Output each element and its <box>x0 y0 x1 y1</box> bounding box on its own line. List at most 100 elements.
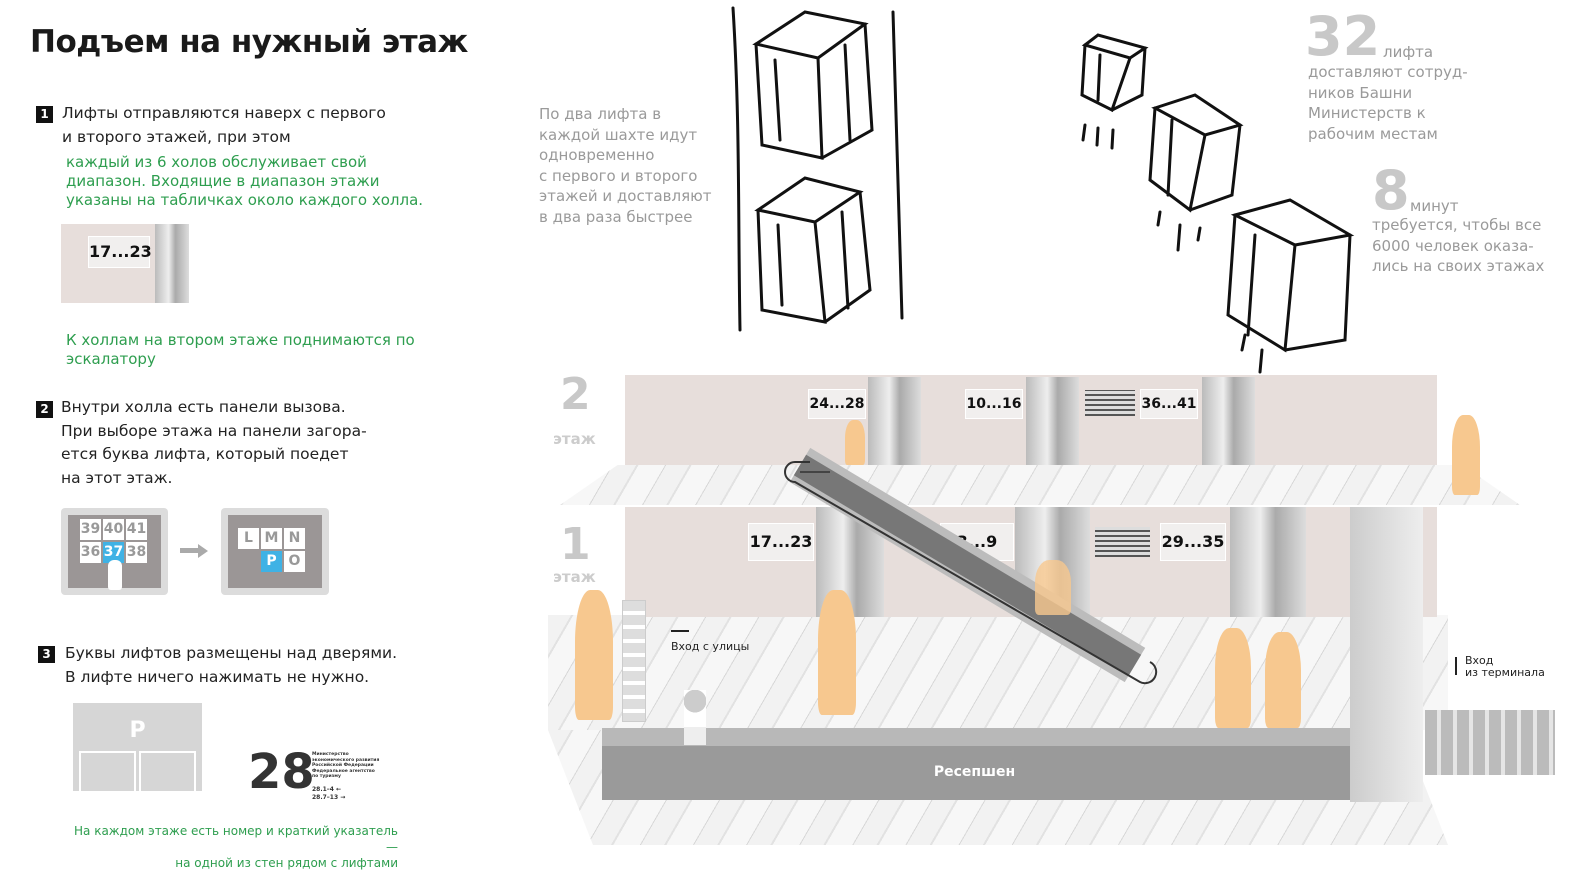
letter-cell: M <box>261 528 282 549</box>
plant-icon <box>684 690 706 745</box>
stat-minutes-text: требуется, чтобы все 6000 человек оказа-… <box>1372 215 1544 277</box>
line: требуется, чтобы все <box>1372 216 1542 234</box>
line: этажей и доставляют <box>539 187 712 205</box>
entrance-turnstiles <box>622 600 646 722</box>
door-left <box>79 751 136 791</box>
call-panel-floors: 39 40 41 36 37 38 <box>61 508 168 595</box>
line: с первого и второго <box>539 166 698 185</box>
floor-1-label: этаж <box>553 568 596 586</box>
person-figure <box>1452 415 1480 495</box>
line: на одной из стен рядом с лифтами <box>175 856 398 870</box>
line: лись на своих этажах <box>1372 257 1545 275</box>
step-3-badge: 3 <box>38 646 55 663</box>
line: По два лифта в <box>539 105 662 123</box>
line: каждой шахте идут <box>539 125 698 144</box>
floor-1-number: 1 <box>560 519 591 570</box>
line: Министерств к <box>1308 104 1426 122</box>
letter-cell-selected: P <box>261 551 282 572</box>
letter-cell: L <box>238 528 259 549</box>
step-1-note: каждый из 6 холов обслуживает свой диапа… <box>66 153 423 210</box>
step-3-text: Буквы лифтов размещены над дверями. В ли… <box>65 642 397 689</box>
line: указаны на табличках около каждого холла… <box>66 191 424 209</box>
terminal-entrance-label: Вход из терминала <box>1465 655 1545 679</box>
elevator-sketches <box>731 6 1355 374</box>
arrow-head <box>198 544 208 558</box>
floor-2-label: этаж <box>553 430 596 448</box>
reception-label: Ресепшен <box>933 764 1016 780</box>
floor-button-selected: 37 <box>103 542 124 563</box>
door-right <box>139 751 196 791</box>
line: рабочим местам <box>1308 124 1438 143</box>
line: Министерство <box>312 752 349 757</box>
line: и второго этажей, при этом <box>62 127 291 146</box>
letter-cell: O <box>284 551 305 572</box>
step-1-text: Лифты отправляются наверх с первого и вт… <box>62 102 386 149</box>
person-figure <box>1265 632 1301 728</box>
line: 6000 человек оказа- <box>1372 236 1534 255</box>
stat-minutes-unit: минут <box>1410 197 1459 215</box>
range-sign: 36...41 <box>1140 389 1198 419</box>
line: При выборе этажа на панели загора- <box>61 421 367 440</box>
line: Вход <box>1465 654 1494 667</box>
floor-number: 28 <box>248 744 315 800</box>
step-1-badge: 1 <box>36 106 53 123</box>
floor-button: 40 <box>103 519 124 540</box>
stat-elevators-value: 32 <box>1305 5 1381 68</box>
line: Внутри холла есть панели вызова. <box>61 398 346 416</box>
line: Лифты отправляются наверх с первого <box>62 104 386 122</box>
range-sign: 10...16 <box>965 389 1023 419</box>
letter-cell: N <box>284 528 305 549</box>
floor-2-number: 2 <box>560 369 591 420</box>
range-sign: 17...23 <box>88 236 152 268</box>
arrow-right-icon <box>671 630 689 632</box>
elevator-hall <box>1230 507 1306 617</box>
line: диапазон. Входящие в диапазон этажи <box>66 172 380 190</box>
line: по туризму <box>312 774 341 779</box>
line: из терминала <box>1465 666 1545 679</box>
hand-icon <box>108 560 122 590</box>
line: Федеральное агентство <box>312 768 375 774</box>
street-entrance-label: Вход с улицы <box>671 640 750 653</box>
floor-directory-icon <box>1085 390 1135 416</box>
escalator-steps <box>793 454 1142 676</box>
escalator-handrail <box>784 461 1158 685</box>
shaft-sketch-icon <box>731 6 904 332</box>
shaft-note: По два лифта в каждой шахте идут одновре… <box>539 104 711 227</box>
moving-elevators-sketch-icon <box>1080 33 1355 374</box>
line: ников Башни <box>1308 83 1413 102</box>
elevator-door <box>155 224 189 303</box>
floor-2-marble <box>560 465 1520 505</box>
line: 28.1–4 ← <box>312 785 342 793</box>
floor-button: 38 <box>126 542 147 563</box>
line: В лифте ничего нажимать не нужно. <box>65 667 370 686</box>
line: экономического развития <box>312 757 380 763</box>
range-sign: 29...35 <box>1160 523 1226 561</box>
line: каждый из 6 холов обслуживает свой <box>66 153 367 171</box>
reception-desk <box>602 728 1350 800</box>
line: ется буква лифта, который поедет <box>61 445 349 463</box>
call-panel-letters: L M N P O <box>221 508 329 595</box>
line: эскалатору <box>66 350 156 368</box>
floor-button: 41 <box>126 519 147 540</box>
floor-directory-sign: Министерство экономического развития Рос… <box>312 752 379 802</box>
line: Буквы лифтов размещены над дверями. <box>65 644 398 662</box>
step-2-text: Внутри холла есть панели вызова. При выб… <box>61 396 367 490</box>
elevator-hall <box>1026 377 1079 465</box>
line: доставляют сотруд- <box>1308 63 1468 81</box>
person-figure <box>845 420 865 465</box>
turnstiles <box>1425 710 1555 775</box>
arrow-right-icon <box>180 548 200 553</box>
range-sign: 17...23 <box>748 523 814 561</box>
stat-elevators-unit: лифта <box>1383 43 1434 61</box>
arrow-up-icon <box>1455 657 1457 675</box>
floor-button: 39 <box>80 519 101 540</box>
line: 28.7–13 → <box>312 793 346 801</box>
line: одновременно <box>539 146 655 164</box>
floor-directory-icon <box>1095 527 1150 557</box>
floor-button: 36 <box>80 542 101 563</box>
step-2-badge: 2 <box>36 401 53 418</box>
range-sign: 24...28 <box>808 389 866 419</box>
glass-column <box>1350 507 1423 802</box>
line: на этот этаж. <box>61 468 173 487</box>
